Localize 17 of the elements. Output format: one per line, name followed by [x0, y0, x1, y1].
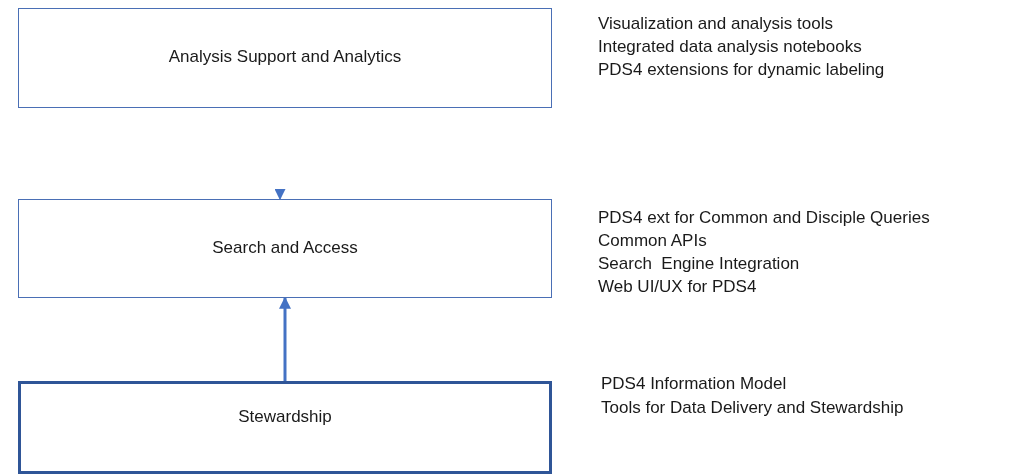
feature-text: Visualization and analysis tools [598, 13, 833, 35]
process-box [18, 8, 552, 108]
process-box [18, 381, 552, 474]
feature-text: PDS4 Information Model [601, 373, 787, 395]
box-label: Search and Access [212, 237, 358, 259]
process-box [18, 199, 552, 298]
feature-text: Common APIs [598, 230, 707, 252]
arrow [279, 296, 291, 381]
feature-text: Search Engine Integration [598, 253, 800, 275]
feature-text: Tools for Data Delivery and Stewardship [601, 397, 904, 419]
box-label: Stewardship [238, 406, 332, 428]
feature-text: PDS4 extensions for dynamic labeling [598, 59, 885, 81]
feature-text: PDS4 ext for Common and Disciple Queries [598, 207, 930, 229]
box-label: Analysis Support and Analytics [168, 46, 402, 68]
feature-text: Integrated data analysis notebooks [598, 36, 862, 58]
feature-text: Web UI/UX for PDS4 [598, 276, 757, 298]
arrow [274, 188, 286, 201]
